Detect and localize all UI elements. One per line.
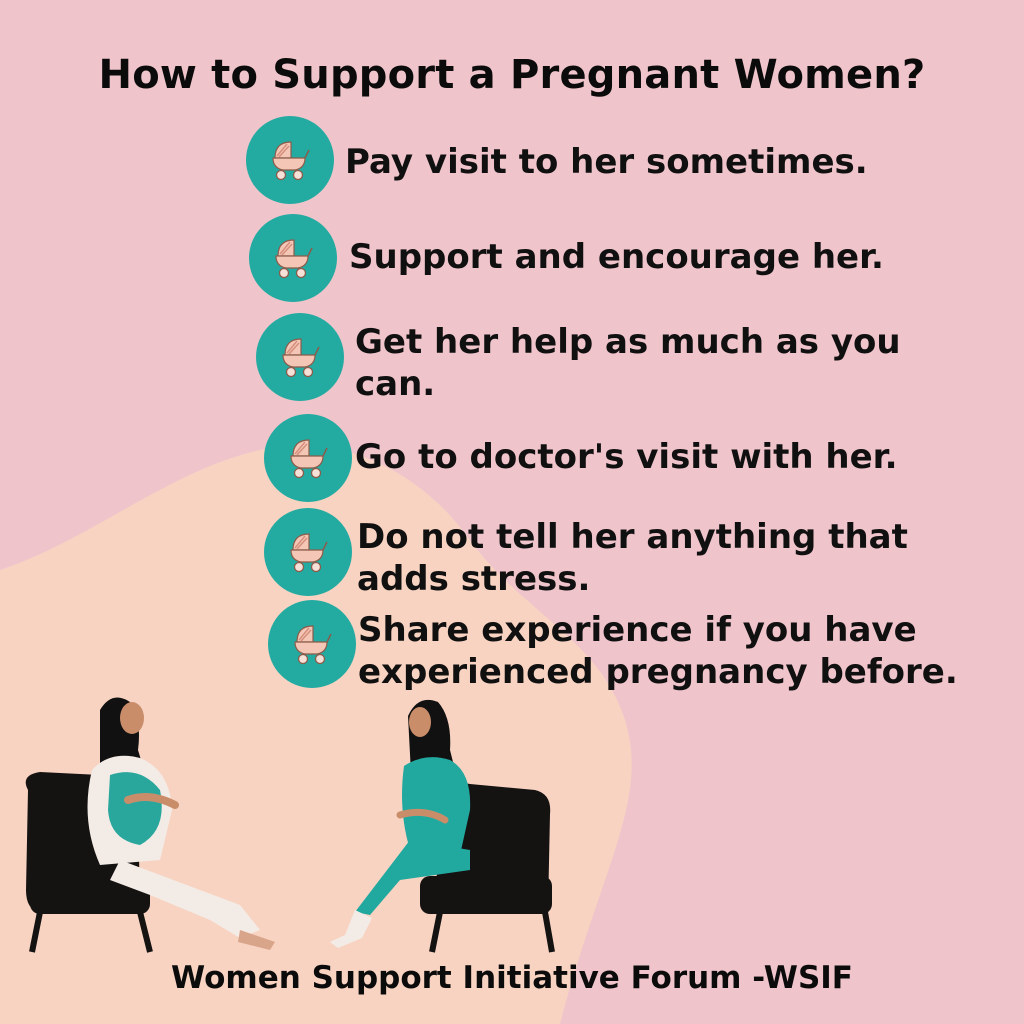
baby-stroller-icon (264, 414, 352, 502)
tip-text: Support and encourage her. (349, 237, 884, 277)
conversation-illustration (25, 697, 555, 953)
organization-footer: Women Support Initiative Forum -WSIF (171, 960, 853, 996)
tip-text: Share experience if you have experienced… (358, 610, 958, 692)
tip-text: Pay visit to her sometimes. (345, 142, 868, 182)
visitor-woman-figure (330, 699, 471, 948)
baby-stroller-icon (268, 600, 356, 688)
baby-stroller-icon (246, 116, 334, 204)
page-title: How to Support a Pregnant Women? (98, 52, 926, 98)
tip-text: Go to doctor's visit with her. (355, 437, 898, 477)
baby-stroller-icon (264, 508, 352, 596)
tip-text: Do not tell her anything that adds stres… (357, 517, 908, 599)
baby-stroller-icon (256, 313, 344, 401)
baby-stroller-icon (249, 214, 337, 302)
tip-text: Get her help as much as you can. (355, 322, 901, 404)
pregnant-woman-figure (87, 697, 275, 950)
